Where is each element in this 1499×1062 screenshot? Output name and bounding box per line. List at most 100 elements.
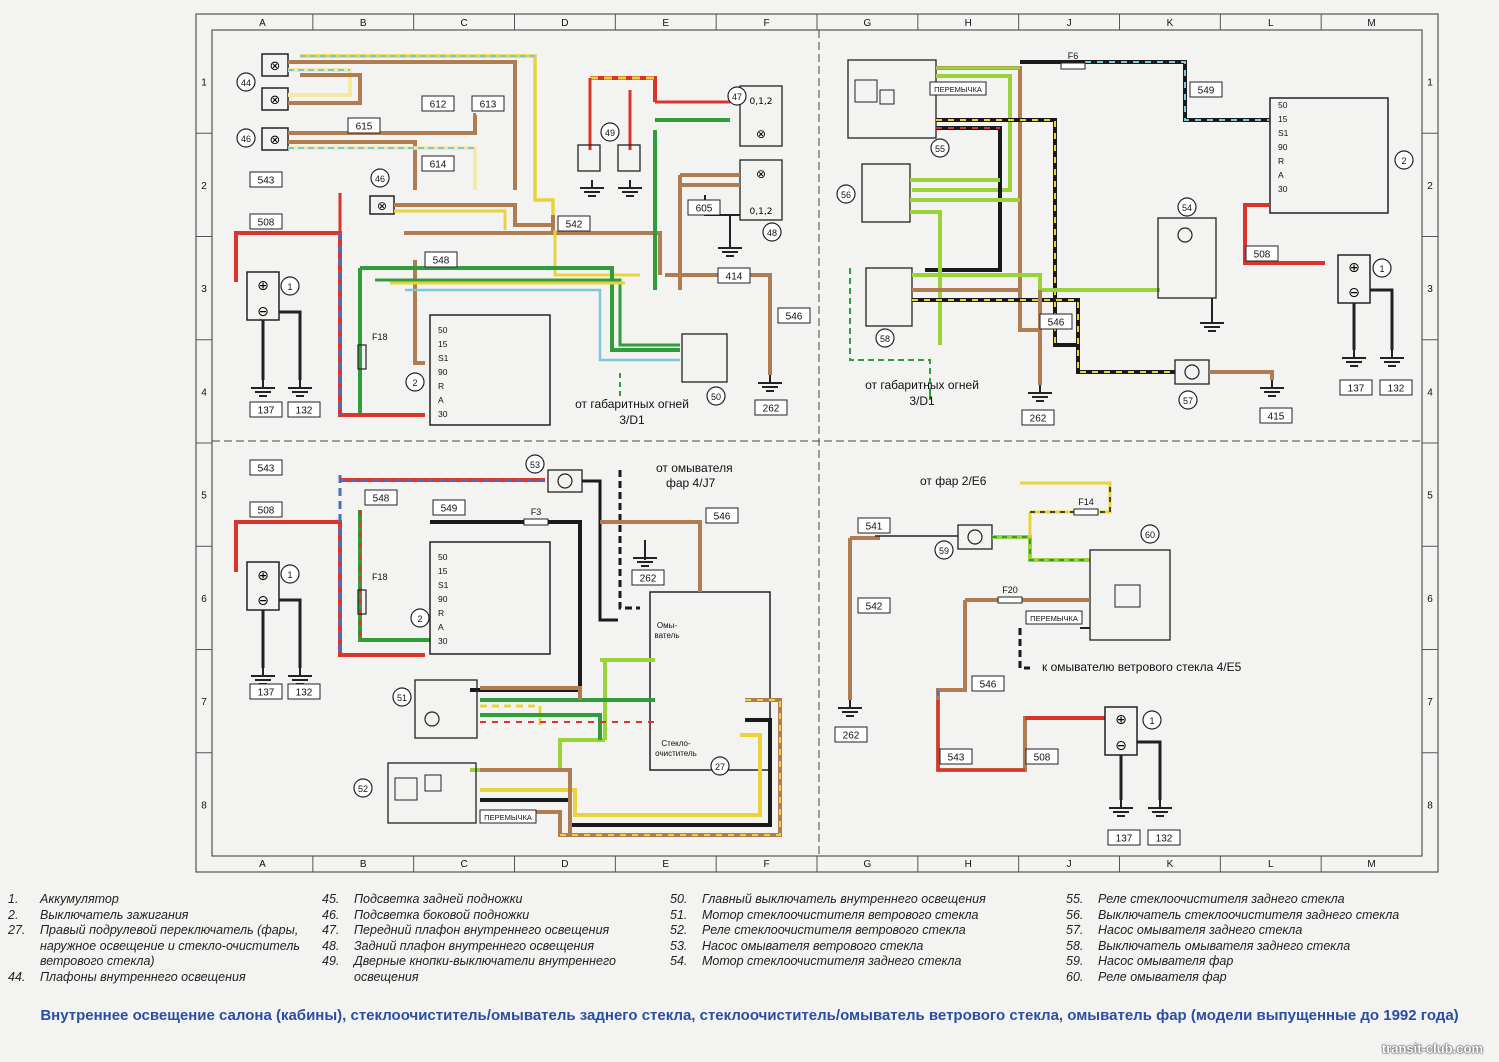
- annotation-ref-3d1: 3/D1: [619, 413, 645, 427]
- terminal-label: 15: [438, 566, 448, 576]
- jumper-box: [479, 809, 537, 824]
- component-number: 60: [1145, 530, 1155, 540]
- component-marker: [875, 328, 895, 348]
- component-number: 44: [241, 78, 251, 88]
- washer-label: ватель: [654, 631, 679, 640]
- wire-number-box: [1039, 313, 1073, 330]
- jumper-box: [1025, 610, 1083, 625]
- component-marker: [280, 564, 300, 584]
- grid-col-label: D: [561, 18, 568, 29]
- grid-col-label: C: [460, 18, 467, 29]
- grid-col-label: L: [1268, 18, 1274, 29]
- wire-number: 414: [726, 272, 743, 283]
- wire-number-box: [1339, 379, 1373, 396]
- wiper-label: Стекло-: [661, 739, 691, 748]
- wire-number: 137: [258, 406, 275, 417]
- wire-number-box: [1189, 81, 1223, 98]
- wire-number: 546: [714, 512, 731, 523]
- component-number: 1: [1379, 264, 1384, 274]
- component-marker: [727, 86, 747, 106]
- component-marker: [353, 778, 373, 798]
- legend-item: 59.Насос омывателя фар: [1066, 954, 1234, 968]
- component-marker: [762, 222, 782, 242]
- fuse-label: F6: [1068, 51, 1079, 61]
- component-number: 2: [417, 614, 422, 624]
- legend-item: 57.Насос омывателя заднего стекла: [1066, 923, 1303, 937]
- wire-number: 615: [356, 122, 373, 133]
- grid-col-label: J: [1067, 859, 1072, 870]
- legend-item: 49.Дверные кнопки-выключатели внутреннег…: [322, 954, 616, 984]
- legend-item: 53.Насос омывателя ветрового стекла: [670, 938, 924, 953]
- legend-item: 54.Мотор стеклоочистителя заднего стекла: [670, 954, 962, 968]
- svg-text:⊖: ⊖: [1348, 285, 1360, 301]
- wire-number-box: [1147, 829, 1181, 846]
- svg-text:⊕: ⊕: [1115, 712, 1127, 728]
- svg-text:⊗: ⊗: [756, 167, 766, 181]
- wire-number: 137: [1348, 384, 1365, 395]
- component-number: 46: [241, 134, 251, 144]
- wire-number-box: [754, 399, 788, 416]
- svg-text:⊕: ⊕: [257, 568, 269, 584]
- terminal-label: 30: [438, 409, 448, 419]
- fuse-label: F3: [531, 507, 542, 517]
- terminal-label: 30: [438, 636, 448, 646]
- wire-number-box: [1021, 409, 1055, 426]
- component-marker: [710, 756, 730, 776]
- component-marker: [930, 138, 950, 158]
- component-marker: [1178, 390, 1198, 410]
- terminal-label: 90: [438, 367, 448, 377]
- diagram-texts: 4446464748495021555658575421531251522759…: [236, 51, 1414, 846]
- component-number: 56: [841, 190, 851, 200]
- component-number: 1: [287, 570, 292, 580]
- diagram-caption: Внутреннее освещение салона (кабины), ст…: [40, 1007, 1459, 1024]
- component-marker: [410, 608, 430, 628]
- fuse: [1073, 508, 1099, 516]
- wire-number-box: [249, 401, 283, 418]
- wire-number-box: [777, 307, 811, 324]
- legend-column-3: 50.Главный выключатель внутреннего освещ…: [670, 892, 1050, 970]
- wire-number-box: [857, 517, 891, 534]
- grid-row-label: 6: [1427, 594, 1433, 605]
- wire-number: 508: [1254, 250, 1271, 261]
- wire-number-box: [287, 401, 321, 418]
- wire-number: 508: [258, 506, 275, 517]
- lamp-44-group: ⊗ ⊗ ⊗: [261, 53, 289, 151]
- fuse-label: F20: [1002, 585, 1018, 595]
- component-number: 57: [1183, 396, 1193, 406]
- annotation-from-side-lights: от габаритных огней: [575, 397, 689, 411]
- terminal-label: 15: [438, 339, 448, 349]
- grid-col-label: F: [764, 859, 770, 870]
- wire-number: 262: [1030, 414, 1047, 425]
- legend-column-2: 45.Подсветка задней подножки 46.Подсветк…: [322, 892, 652, 985]
- wire-number-box: [471, 95, 505, 112]
- legend-item: 58.Выключатель омывателя заднего стекла: [1066, 938, 1351, 953]
- wire-number: 549: [1198, 86, 1215, 97]
- wire-number-box: [249, 459, 283, 476]
- wire-number-box: [939, 748, 973, 765]
- grid-row-label: 8: [201, 800, 207, 811]
- terminal-label: 50: [1278, 100, 1288, 110]
- wire-number: 541: [866, 522, 883, 533]
- wire-number: 132: [296, 406, 313, 417]
- quadrant-bottom-right: ⊕ ⊖: [837, 481, 1173, 817]
- component-marker: [1140, 524, 1160, 544]
- quadrant-top-right: ⊕ ⊖: [847, 59, 1405, 402]
- wire-number-box: [1107, 829, 1141, 846]
- legend-item: 52.Реле стеклоочистителя ветрового стекл…: [670, 923, 966, 937]
- grid-col-label: B: [360, 18, 367, 29]
- svg-text:⊗: ⊗: [270, 133, 281, 148]
- grid-col-label: C: [460, 859, 467, 870]
- grid-col-label: M: [1367, 18, 1375, 29]
- wire-number: 546: [786, 312, 803, 323]
- wire-number: 546: [1048, 318, 1065, 329]
- svg-text:⊗: ⊗: [756, 127, 766, 141]
- legend-item: 2.Выключатель зажигания: [8, 907, 189, 922]
- wire-number: 508: [258, 218, 275, 229]
- component-number: 1: [1149, 716, 1154, 726]
- legend-item: 45.Подсветка задней подножки: [322, 892, 523, 906]
- wire-number-box: [631, 569, 665, 586]
- grid-row-label: 2: [201, 181, 207, 192]
- wire-number: 415: [1268, 412, 1285, 423]
- wire-number: 262: [640, 574, 657, 585]
